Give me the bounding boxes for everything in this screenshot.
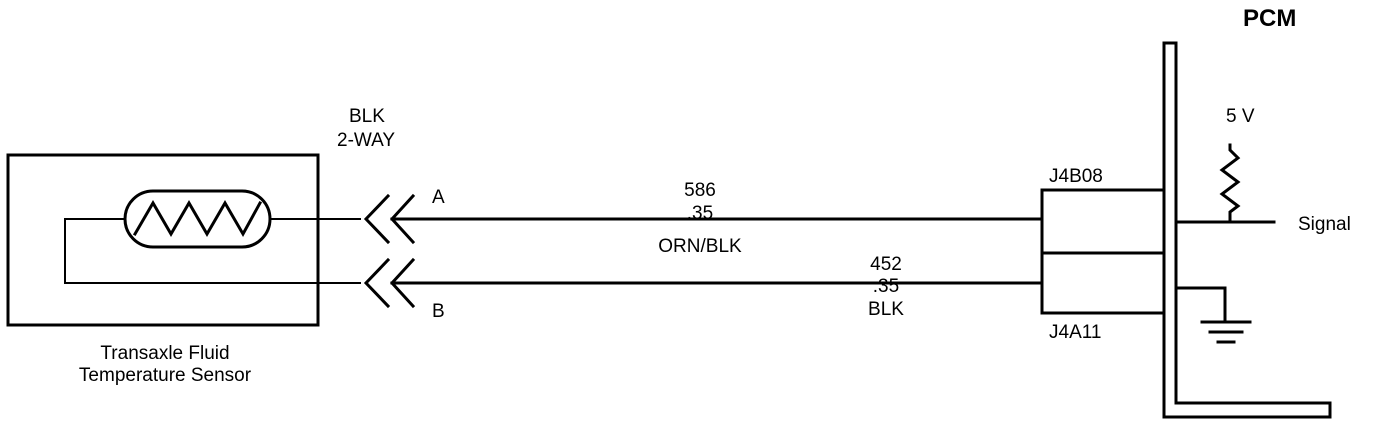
terminal-j4a11-label: J4A11 (1049, 322, 1102, 343)
connector-color-label: BLK (349, 106, 385, 127)
terminal-j4b08-label: J4B08 (1049, 166, 1103, 187)
sensor-name-line1: Transaxle Fluid (100, 343, 230, 364)
signal-label: Signal (1298, 214, 1351, 235)
sensor-name-line2: Temperature Sensor (78, 365, 252, 386)
pcm-title: PCM (1243, 5, 1297, 32)
pcm-terminal-j4b08 (1040, 188, 1166, 255)
supply-voltage-label: 5 V (1226, 106, 1255, 127)
pin-b-label: B (432, 301, 445, 322)
pullup-resistor-icon (1219, 143, 1241, 224)
wire-452-color: BLK (868, 299, 904, 320)
pcm-outline (1162, 41, 1332, 419)
wire-452-circuit: 452 (870, 254, 902, 275)
wire-586-color: ORN/BLK (658, 236, 742, 257)
connector-pin-a-female (363, 193, 391, 245)
pcm-terminal-j4a11 (1040, 251, 1166, 315)
wire-586-circuit: 586 (684, 180, 716, 201)
ground-line (1174, 286, 1227, 324)
wire-586-gauge: .35 (686, 203, 714, 224)
thermistor-zigzag (132, 200, 263, 238)
sensor-housing (6, 153, 320, 327)
connector-type-label: 2-WAY (337, 130, 396, 151)
pin-a-label: A (432, 187, 445, 208)
wire-452-gauge: .35 (872, 276, 900, 297)
sensor-wire-a (64, 218, 361, 284)
connector-pin-b-female (363, 257, 391, 309)
